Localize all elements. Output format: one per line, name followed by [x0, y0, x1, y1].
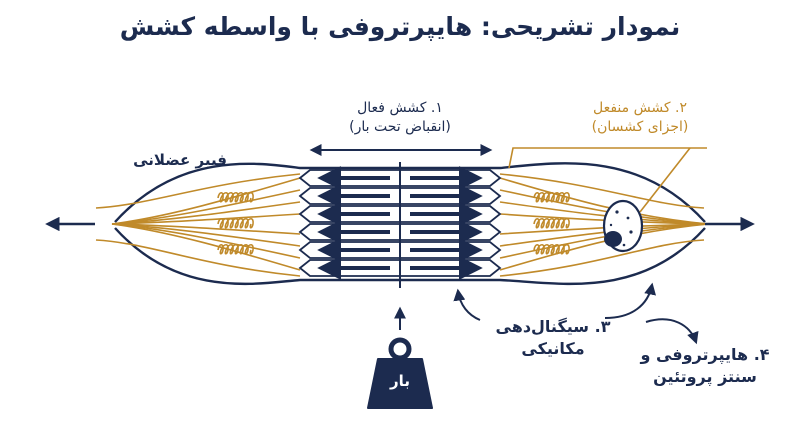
tendon-fiber-left [111, 223, 301, 235]
tendon-fiber-right [499, 201, 709, 225]
passive-tension-leader [508, 147, 707, 213]
elastic-coil [533, 191, 570, 203]
tendon-fiber-left [111, 223, 301, 247]
passive-tension-label: ۲. کشش منفعل (اجزای کشسان) [560, 99, 720, 137]
page-title: نمودار تشریحی: هایپرتروفی با واسطه کشش [119, 12, 681, 41]
elastic-springs [217, 191, 570, 255]
mechanical-signaling-label: ۳. سیگنال‌دهی مکانیکی [478, 316, 628, 359]
passive-tension-subtitle: (اجزای کشسان) [591, 118, 689, 135]
outer-fiber-right-top [499, 173, 705, 209]
hypertrophy-line1: ۴. هایپرتروفی و [640, 345, 770, 364]
passive-tension-title: ۲. کشش منفعل [592, 100, 688, 116]
nucleus-icon [602, 199, 644, 253]
outer-fiber-left [95, 173, 301, 209]
active-tension-subtitle: (انقباض تحت بار) [349, 118, 451, 135]
tendon-fiber-left [111, 189, 301, 225]
signaling-arrows [453, 282, 699, 345]
elastic-coil [217, 243, 254, 255]
tendon-fiber-right [499, 213, 709, 225]
tendon-fiber-right [499, 223, 709, 235]
tendon-fiber-right [499, 189, 709, 225]
outer-fiber-right [95, 239, 301, 277]
mechanical-signaling-line2: مکانیکی [521, 338, 585, 358]
tendon-fiber-right [499, 177, 709, 225]
active-tension-label: ۱. کشش فعال (انقباض تحت بار) [300, 99, 500, 137]
mechanical-signaling-line1: ۳. سیگنال‌دهی [495, 317, 611, 336]
elastic-coil [217, 191, 254, 203]
hypertrophy-label: ۴. هایپرتروفی و سنتز پروتئین [620, 344, 790, 387]
load-label: بار [390, 372, 410, 390]
myofibril-region [298, 162, 502, 288]
tendon-fibers [95, 173, 709, 277]
active-tension-title: ۱. کشش فعال [357, 100, 443, 116]
tendon-fiber-left [111, 223, 301, 271]
outer-fiber-right-bottom [499, 239, 705, 277]
hypertrophy-line2: سنتز پروتئین [653, 366, 757, 386]
tendon-fiber-right [499, 223, 709, 271]
elastic-coil [533, 217, 570, 229]
tendon-fiber-left [111, 177, 301, 225]
fiber-outline [114, 162, 706, 286]
tendon-fiber-right [499, 223, 709, 247]
elastic-coil [533, 243, 570, 255]
muscle-fiber-label: فیبر عضلانی [133, 151, 227, 169]
elastic-coil [217, 217, 254, 229]
tendon-fiber-right [499, 223, 709, 259]
tendon-fiber-left [111, 213, 301, 225]
load-weight-icon [367, 306, 433, 409]
